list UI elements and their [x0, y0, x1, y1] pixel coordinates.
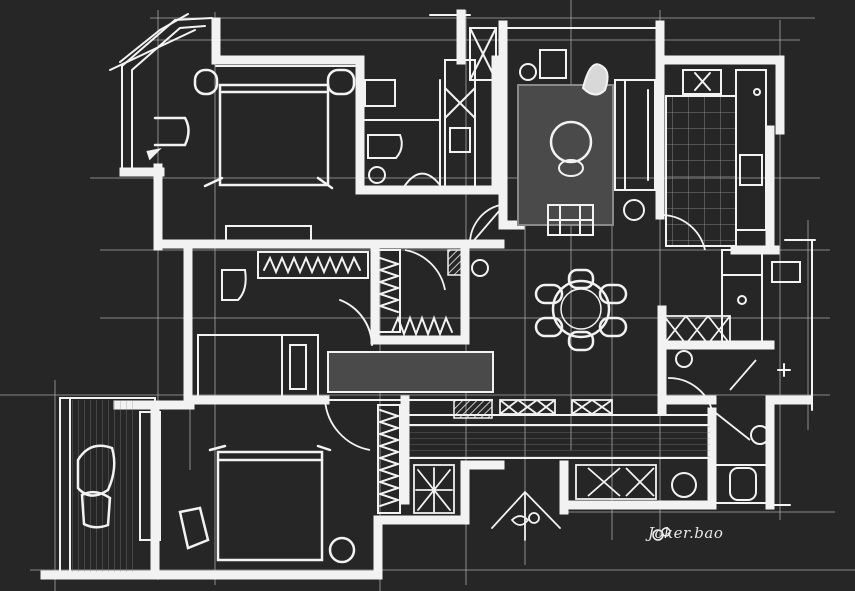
rug [517, 84, 614, 226]
guest-bathroom [471, 249, 801, 504]
island-counter [327, 351, 494, 393]
toilet [367, 134, 403, 159]
hangers [376, 409, 402, 507]
hangers [263, 255, 361, 275]
wardrobes [257, 249, 453, 514]
master-bathroom [364, 27, 497, 191]
doors [324, 204, 757, 451]
balcony-floor [72, 400, 138, 572]
entry-area [413, 464, 561, 541]
plant [581, 63, 609, 96]
coffee-table [549, 120, 593, 164]
counter [735, 69, 767, 231]
living-room [517, 49, 656, 236]
master-bedroom [146, 68, 356, 190]
dining-table [551, 279, 611, 339]
toilet [729, 467, 757, 501]
armchair [153, 116, 190, 147]
kitchen-floor [665, 95, 737, 247]
floor-lamp [328, 536, 356, 564]
second-bedroom [197, 225, 373, 398]
washer [471, 259, 489, 277]
armchair [539, 49, 567, 79]
nightstand [326, 68, 356, 96]
nightstand [193, 68, 219, 96]
hangers [391, 315, 453, 337]
bed [218, 83, 330, 187]
corridor-floor [410, 426, 710, 458]
chair [221, 269, 247, 301]
bench [281, 334, 319, 398]
stove [682, 69, 722, 95]
sink [449, 127, 471, 153]
kitchen [665, 69, 767, 247]
third-bedroom [76, 444, 356, 564]
bed [216, 450, 324, 562]
hangers [376, 257, 402, 313]
floor-drain [675, 350, 693, 368]
lounge-chair [76, 444, 116, 497]
storage-cabinets [499, 315, 731, 500]
washbasin [671, 472, 697, 498]
sofa [614, 79, 656, 191]
signature-mark [652, 527, 671, 541]
signature: Joker.bao [648, 524, 724, 542]
hatched-blocks [447, 249, 493, 419]
outlines [59, 13, 816, 574]
chair [178, 506, 210, 550]
side-table [623, 199, 645, 221]
dining-table-set [534, 268, 628, 352]
floor-drain [368, 166, 386, 184]
kitchen-sink [739, 154, 763, 186]
desk [225, 225, 312, 245]
